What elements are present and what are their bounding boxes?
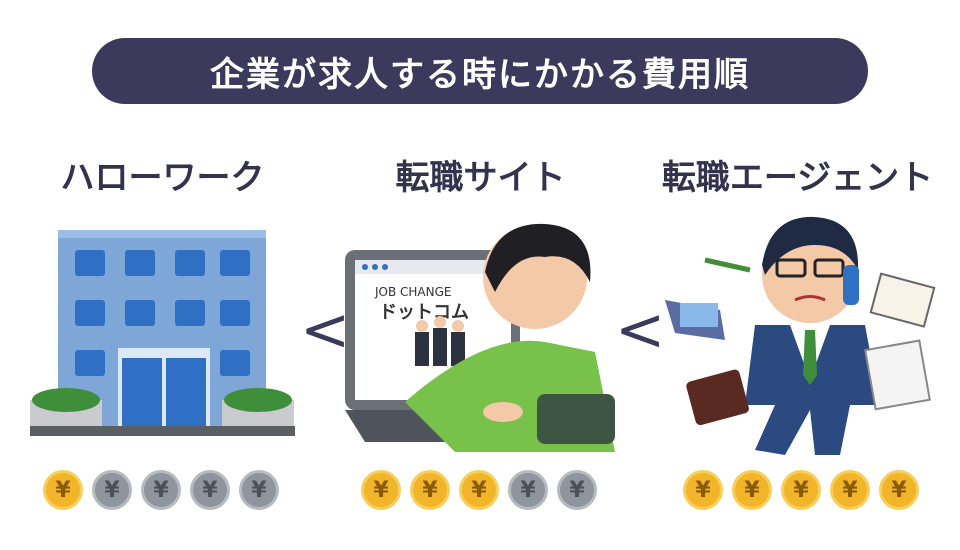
less-than-separator-2: < (615, 295, 666, 365)
person-laptop-icon: JOB CHANGE ドットコム (345, 223, 615, 452)
page-title: 企業が求人する時にかかる費用順 (210, 54, 750, 95)
yen-coin-icon: ¥ (361, 470, 401, 510)
label-hello-work: ハローワーク (60, 158, 265, 198)
office-building-icon (30, 230, 295, 436)
yen-coin-icon: ¥ (879, 470, 919, 510)
yen-coin-icon: ¥ (459, 470, 499, 510)
title-banner: 企業が求人する時にかかる費用順 (92, 38, 868, 104)
yen-coin-icon: ¥ (557, 470, 597, 510)
yen-coin-icon: ¥ (43, 470, 83, 510)
yen-coin-icon: ¥ (830, 470, 870, 510)
coins-job-site: ¥¥¥¥¥ (361, 470, 597, 510)
yen-coin-icon: ¥ (732, 470, 772, 510)
yen-coin-icon: ¥ (683, 470, 723, 510)
yen-coin-icon: ¥ (141, 470, 181, 510)
yen-coin-icon: ¥ (508, 470, 548, 510)
label-job-agent: 転職エージェント (661, 158, 934, 198)
less-than-separator-1: < (300, 295, 351, 365)
busy-agent-icon (665, 216, 936, 455)
coins-job-agent: ¥¥¥¥¥ (683, 470, 919, 510)
screen-text-dotcom: ドットコム (379, 302, 469, 323)
yen-coin-icon: ¥ (410, 470, 450, 510)
yen-coin-icon: ¥ (239, 470, 279, 510)
label-job-site: 転職サイト (395, 158, 566, 198)
yen-coin-icon: ¥ (92, 470, 132, 510)
yen-coin-icon: ¥ (781, 470, 821, 510)
screen-text-job-change: JOB CHANGE (374, 285, 452, 299)
yen-coin-icon: ¥ (190, 470, 230, 510)
coins-hello-work: ¥¥¥¥¥ (43, 470, 279, 510)
